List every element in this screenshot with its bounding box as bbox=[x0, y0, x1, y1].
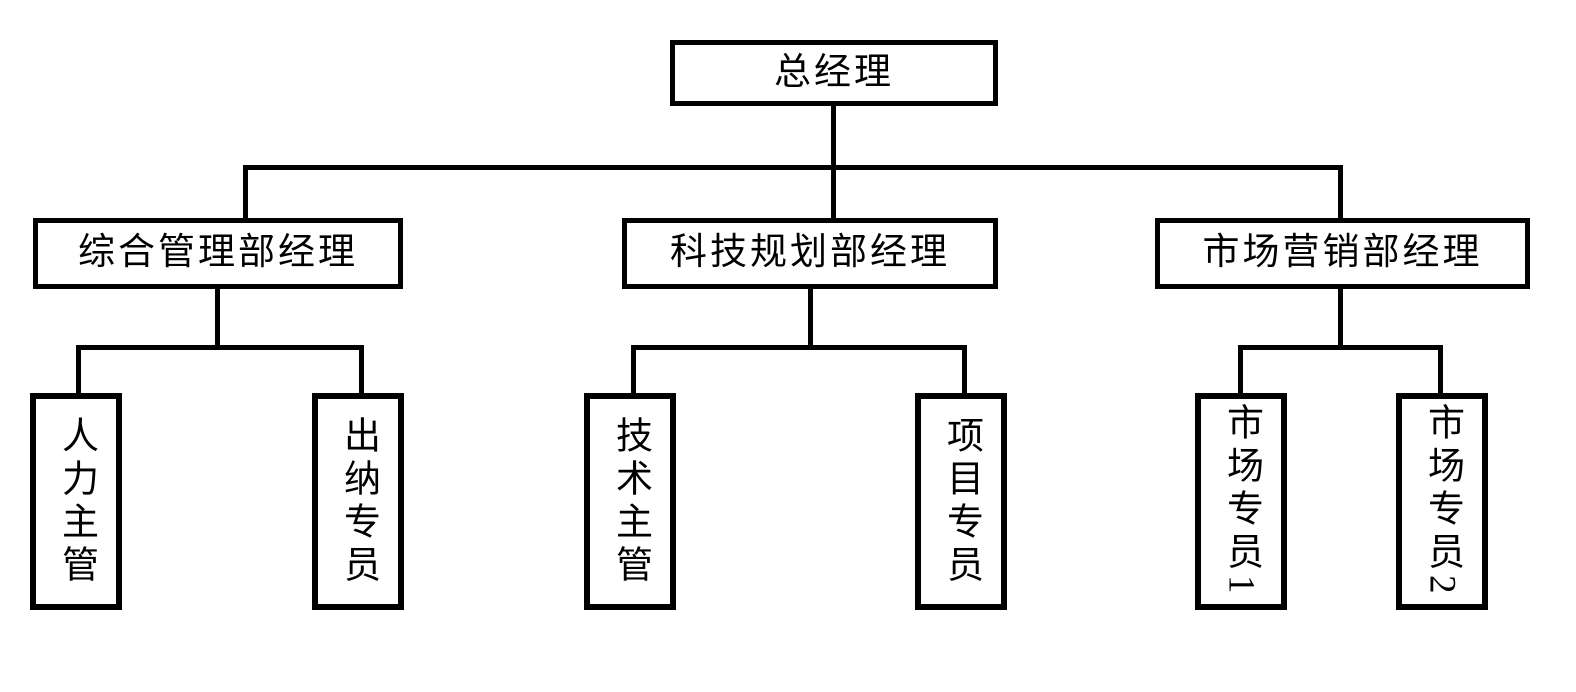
connector-drop-staff-marketing-2 bbox=[1438, 345, 1443, 395]
node-staff-hr-supervisor[interactable]: 人力主管 bbox=[30, 393, 122, 610]
node-root[interactable]: 总经理 bbox=[670, 40, 998, 106]
node-root-label: 总经理 bbox=[774, 51, 894, 93]
node-dept-admin[interactable]: 综合管理部经理 bbox=[33, 218, 403, 289]
node-staff-tech-supervisor[interactable]: 技术主管 bbox=[584, 393, 676, 610]
connector-drop-dept-admin bbox=[243, 165, 248, 220]
node-dept-tech-label: 科技规划部经理 bbox=[670, 232, 950, 274]
node-dept-admin-label: 综合管理部经理 bbox=[78, 232, 358, 274]
node-dept-tech[interactable]: 科技规划部经理 bbox=[622, 218, 998, 289]
node-staff-cashier-label: 出纳专员 bbox=[337, 415, 379, 588]
connector-drop-staff-tech-supervisor bbox=[631, 345, 636, 395]
node-staff-project-specialist[interactable]: 项目专员 bbox=[915, 393, 1007, 610]
node-staff-marketing-2[interactable]: 市场专员2 bbox=[1396, 393, 1488, 610]
connector-drop-staff-cashier bbox=[359, 345, 364, 395]
connector-level2-bus bbox=[243, 165, 1343, 170]
node-staff-marketing-1-label: 市场专员1 bbox=[1220, 403, 1262, 600]
connector-stem-dept-admin bbox=[215, 288, 220, 350]
node-staff-marketing-1[interactable]: 市场专员1 bbox=[1195, 393, 1287, 610]
node-staff-marketing-2-label: 市场专员2 bbox=[1421, 403, 1463, 600]
node-staff-tech-supervisor-label: 技术主管 bbox=[609, 415, 651, 588]
connector-bus-dept-tech bbox=[631, 345, 967, 350]
connector-drop-staff-hr-supervisor bbox=[76, 345, 81, 395]
node-staff-cashier[interactable]: 出纳专员 bbox=[312, 393, 404, 610]
node-staff-hr-supervisor-label: 人力主管 bbox=[55, 415, 97, 588]
connector-drop-staff-marketing-1 bbox=[1238, 345, 1243, 395]
connector-stem-dept-tech bbox=[808, 288, 813, 350]
connector-drop-dept-marketing bbox=[1338, 165, 1343, 220]
node-dept-marketing-label: 市场营销部经理 bbox=[1202, 232, 1483, 274]
connector-drop-staff-project-specialist bbox=[962, 345, 967, 395]
connector-drop-dept-tech bbox=[831, 165, 836, 220]
node-staff-project-specialist-label: 项目专员 bbox=[940, 415, 982, 588]
connector-root-stem bbox=[831, 105, 836, 170]
connector-bus-dept-admin bbox=[76, 345, 364, 350]
node-dept-marketing[interactable]: 市场营销部经理 bbox=[1155, 218, 1530, 289]
connector-bus-dept-marketing bbox=[1238, 345, 1443, 350]
connector-stem-dept-marketing bbox=[1338, 288, 1343, 350]
